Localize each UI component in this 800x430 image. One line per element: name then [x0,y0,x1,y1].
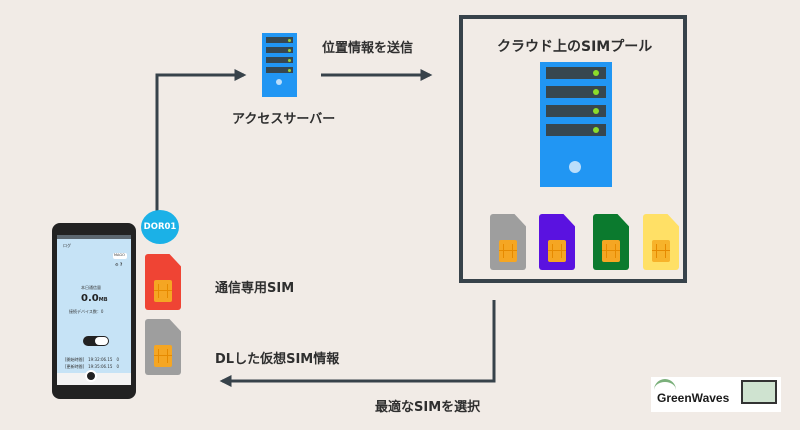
phone-usage-label: 本日通信量 [81,285,101,290]
phone-devices-label: 接続デバイス数：0 [69,309,104,314]
wave-icon [654,379,676,396]
phone-top-button-label: MAGO [114,253,125,257]
phone-update-time: [更新時間] 19:35:06.15 0 [65,364,119,369]
monitor-icon [741,380,777,404]
sim-card-purple-icon [539,214,575,270]
access-server-icon [262,33,297,97]
cloud-sim-pool-title: クラウド上のSIMプール [497,39,653,55]
phone-settings-icon: ⚙ ? [115,262,123,267]
phone-top-button [113,253,127,259]
phone-home-button [85,370,97,382]
virtual-sim-card-gray-icon [145,319,181,375]
device-id-bubble: DOR01 [141,210,179,244]
phone-status-bar [57,235,131,239]
cloud-server-icon [540,62,612,187]
phone-usage-value: 0.0MB [81,293,108,304]
greenwaves-logo: GreenWaves [651,377,781,412]
access-server-label: アクセスサーバー [232,112,336,127]
phone-screen: ログ MAGO ⚙ ? 本日通信量 0.0MB 接続デバイス数：0 [開始時間]… [57,235,131,385]
arrow-phone-to-access-server [155,69,247,212]
arrow-cloud-to-phone [219,300,496,387]
cloud-sim-pool-box [459,15,687,283]
phone-log-link: ログ [63,243,71,248]
virtual-sim-info-label: DLした仮想SIM情報 [215,352,340,367]
phone-start-time: [開始時間] 19:32:06.15 0 [65,357,119,362]
smartphone: ログ MAGO ⚙ ? 本日通信量 0.0MB 接続デバイス数：0 [開始時間]… [52,223,136,399]
comm-sim-label: 通信専用SIM [215,281,295,296]
select-best-sim-label: 最適なSIMを選択 [375,400,481,415]
phone-toggle [83,336,109,346]
send-location-label: 位置情報を送信 [322,41,414,56]
comm-sim-card-red-icon [145,254,181,310]
sim-card-gray-icon [490,214,526,270]
sim-card-green-icon [593,214,629,270]
sim-card-yellow-icon [643,214,679,270]
